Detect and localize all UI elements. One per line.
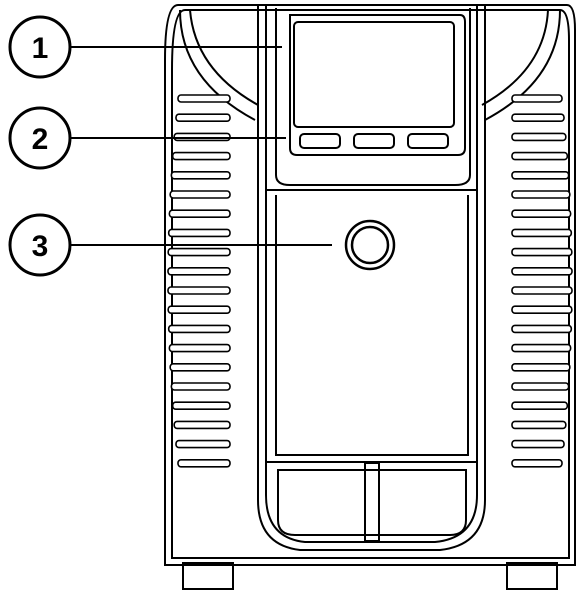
callout-number-2: 2 xyxy=(32,123,49,156)
right-vent-slat xyxy=(511,190,571,199)
left-vent-slat xyxy=(167,324,231,334)
right-vent-slat xyxy=(511,401,569,411)
function-button-middle[interactable] xyxy=(353,133,395,149)
front-panel xyxy=(257,5,486,551)
right-shoulder xyxy=(484,9,561,121)
left-shoulder xyxy=(179,9,256,121)
lcd-screen xyxy=(293,21,455,128)
function-button-left[interactable] xyxy=(299,133,341,149)
feet xyxy=(182,562,558,590)
left-vent-slat xyxy=(177,458,231,468)
front-panel-outer xyxy=(257,5,486,551)
lcd-display xyxy=(289,14,466,156)
right-vent-slat xyxy=(511,362,571,372)
front-cover xyxy=(275,195,469,456)
right-vent-slat xyxy=(511,458,563,468)
right-vent-slat xyxy=(511,343,572,353)
callout-leaders xyxy=(70,46,332,246)
left-vent-slat xyxy=(175,113,231,122)
right-vent-slat xyxy=(511,305,573,315)
callout-circle-1 xyxy=(8,15,72,79)
bottom-vent xyxy=(277,469,467,536)
right-ventilation-grille xyxy=(511,94,573,468)
left-vent-slat xyxy=(173,420,231,430)
callout-number-1: 1 xyxy=(32,32,49,65)
right-vent-slat xyxy=(511,324,573,334)
right-vent-slat xyxy=(511,439,565,449)
lcd-housing xyxy=(289,14,466,156)
right-vent-slat xyxy=(511,113,565,122)
left-foot xyxy=(182,562,234,590)
left-vent-slat xyxy=(173,132,231,142)
body-outer-outline xyxy=(164,4,576,566)
right-vent-slat xyxy=(511,132,567,142)
left-vent-slat xyxy=(167,266,231,276)
left-vent-slat xyxy=(175,439,231,449)
right-shoulder-inner xyxy=(481,9,549,106)
left-vent-slat xyxy=(167,286,231,295)
left-ventilation-grille xyxy=(167,94,231,468)
function-button-right[interactable] xyxy=(407,133,449,149)
left-vent-slat xyxy=(169,190,231,199)
left-vent-slat xyxy=(171,401,231,411)
right-vent-slat xyxy=(511,286,573,295)
right-foot xyxy=(506,562,558,590)
right-vent-slat xyxy=(511,94,563,103)
callout-3: 3 xyxy=(8,213,72,277)
right-vent-slat xyxy=(511,266,573,276)
ups-body xyxy=(164,4,576,566)
power-button-cap[interactable] xyxy=(350,225,390,265)
bottom-vent-divider xyxy=(364,462,380,542)
left-vent-slat xyxy=(169,362,231,372)
callout-2: 2 xyxy=(8,106,72,170)
callout-circle-3 xyxy=(8,213,72,277)
display-bezel xyxy=(275,8,471,186)
power-button[interactable] xyxy=(344,219,396,271)
callout-1: 1 xyxy=(8,15,72,79)
function-buttons xyxy=(299,133,449,149)
left-vent-slat xyxy=(167,305,231,315)
left-vent-slat xyxy=(167,228,231,238)
body-inner-outline xyxy=(171,9,570,559)
left-vent-slat xyxy=(168,343,231,353)
right-vent-slat xyxy=(511,382,570,391)
left-vent-slat xyxy=(171,151,231,161)
right-vent-slat xyxy=(511,247,573,257)
left-vent-slat xyxy=(177,94,231,103)
left-vent-slat xyxy=(170,171,231,180)
left-vent-slat xyxy=(168,209,231,218)
right-vent-slat xyxy=(511,228,573,238)
left-vent-slat xyxy=(167,247,231,257)
right-vent-slat xyxy=(511,171,570,180)
right-vent-slat xyxy=(511,151,569,161)
right-vent-slat xyxy=(511,420,567,430)
right-vent-slat xyxy=(511,209,572,218)
callout-number-3: 3 xyxy=(32,230,49,263)
left-shoulder-inner xyxy=(189,9,259,106)
callout-circle-2 xyxy=(8,106,72,170)
left-vent-slat xyxy=(170,382,231,391)
